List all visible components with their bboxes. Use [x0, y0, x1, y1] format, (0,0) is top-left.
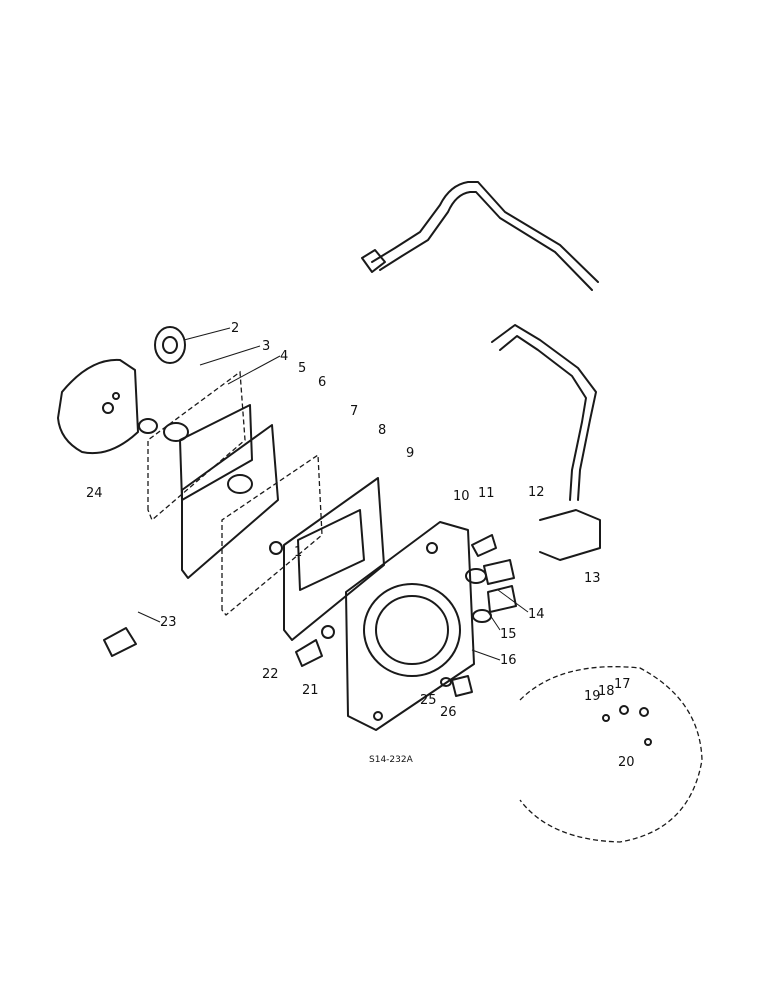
- callout-12: 12: [528, 485, 545, 500]
- upper-tube: [361, 181, 599, 291]
- gasket-plates: [147, 370, 385, 641]
- callout-9: 9: [406, 446, 414, 461]
- callout-7: 7: [350, 404, 358, 419]
- callout-10: 10: [453, 489, 470, 504]
- callout-19: 19: [584, 689, 601, 704]
- callout-16: 16: [500, 653, 517, 668]
- callout-4: 4: [280, 349, 288, 364]
- leader-lines: [137, 327, 529, 661]
- valve-23: [103, 627, 137, 657]
- callout-21: 21: [302, 683, 319, 698]
- callout-6: 6: [318, 375, 326, 390]
- callout-15: 15: [500, 627, 517, 642]
- pump-cover-24: [57, 358, 139, 455]
- figure-reference: S14-232A: [369, 755, 414, 765]
- fittings: [465, 534, 517, 623]
- main-housing-16: [345, 521, 475, 731]
- callout-13: 13: [584, 571, 601, 586]
- callout-17: 17: [614, 677, 631, 692]
- callout-3: 3: [262, 339, 270, 354]
- callout-8: 8: [378, 423, 386, 438]
- gear-2: [154, 326, 186, 364]
- callout-11: 11: [478, 486, 495, 501]
- callout-26: 26: [440, 705, 457, 720]
- callout-18: 18: [598, 684, 615, 699]
- callout-25: 25: [420, 693, 437, 708]
- valve-22: [295, 639, 323, 667]
- plug-fittings: [440, 675, 473, 697]
- callout-22: 22: [262, 667, 279, 682]
- callout-1: 1: [294, 545, 302, 560]
- callout-24: 24: [86, 486, 103, 501]
- callout-5: 5: [298, 361, 306, 376]
- callout-2: 2: [231, 321, 239, 336]
- callout-23: 23: [160, 615, 177, 630]
- seal-rings: [138, 418, 335, 639]
- callout-labels: 1 2 3 4 5 6 7 8 9 10 11 12 13 14 15 16 1…: [86, 321, 635, 770]
- detail-inset: [519, 666, 703, 843]
- callout-14: 14: [528, 607, 545, 622]
- callout-20: 20: [618, 755, 635, 770]
- middle-tube: [491, 324, 601, 561]
